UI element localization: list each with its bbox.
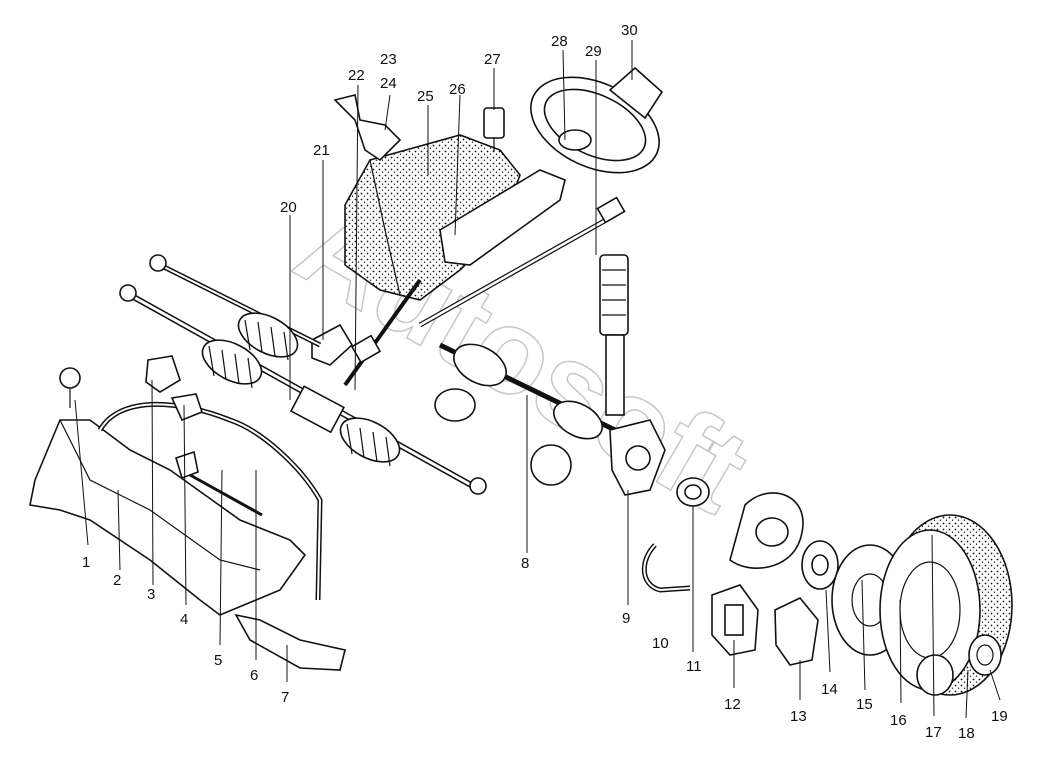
column-housing — [344, 134, 566, 301]
callout-15: 15 — [856, 696, 873, 713]
wheel-cap — [916, 634, 1002, 696]
callout-13: 13 — [790, 708, 807, 725]
wheel-tyre — [879, 514, 1013, 696]
callout-20: 20 — [280, 199, 297, 216]
callout-27: 27 — [484, 51, 501, 68]
callout-labels: 1 2 3 4 5 6 7 8 9 10 11 12 13 14 15 16 1… — [82, 22, 1008, 742]
callout-10: 10 — [652, 635, 669, 652]
callout-28: 28 — [551, 33, 568, 50]
callout-12: 12 — [724, 696, 741, 713]
brake-pads — [774, 597, 819, 666]
callout-16: 16 — [890, 712, 907, 729]
steering-rack — [119, 254, 487, 495]
callout-21: 21 — [313, 142, 330, 159]
dust-shield — [729, 492, 804, 569]
callout-8: 8 — [521, 555, 529, 572]
callout-17: 17 — [925, 724, 942, 741]
callout-30: 30 — [621, 22, 638, 39]
callout-11: 11 — [686, 658, 702, 675]
brake-hose — [641, 543, 691, 593]
callout-23: 23 — [380, 51, 397, 68]
callout-3: 3 — [147, 586, 155, 603]
wheel-bearing — [676, 477, 710, 507]
callout-5: 5 — [214, 652, 222, 669]
wheel-hub — [801, 540, 839, 590]
steering-knuckle — [609, 419, 666, 496]
callout-24: 24 — [380, 75, 397, 92]
callout-7: 7 — [281, 689, 289, 706]
leader-lines — [74, 40, 1001, 719]
callout-2: 2 — [113, 572, 121, 589]
callout-1: 1 — [82, 554, 90, 571]
callout-22: 22 — [348, 67, 365, 84]
callout-6: 6 — [250, 667, 258, 684]
strut — [599, 254, 629, 416]
callout-26: 26 — [449, 81, 466, 98]
rack-bellows — [201, 312, 401, 467]
steering-shaft — [418, 196, 626, 328]
callout-14: 14 — [821, 681, 838, 698]
bracket-24 — [333, 94, 402, 162]
callout-4: 4 — [180, 611, 188, 628]
brake-caliper — [711, 584, 759, 656]
horn-pad — [608, 66, 664, 120]
callout-25: 25 — [417, 88, 434, 105]
link-5 — [189, 473, 263, 517]
callout-18: 18 — [958, 725, 975, 742]
callout-29: 29 — [585, 43, 602, 60]
coupling-21 — [311, 323, 354, 366]
drive-shaft — [434, 342, 617, 486]
intermediate-shaft — [343, 278, 422, 387]
callout-9: 9 — [622, 610, 630, 627]
callout-19: 19 — [991, 708, 1008, 725]
stabiliser-bar — [97, 355, 323, 601]
control-arm — [234, 613, 346, 671]
